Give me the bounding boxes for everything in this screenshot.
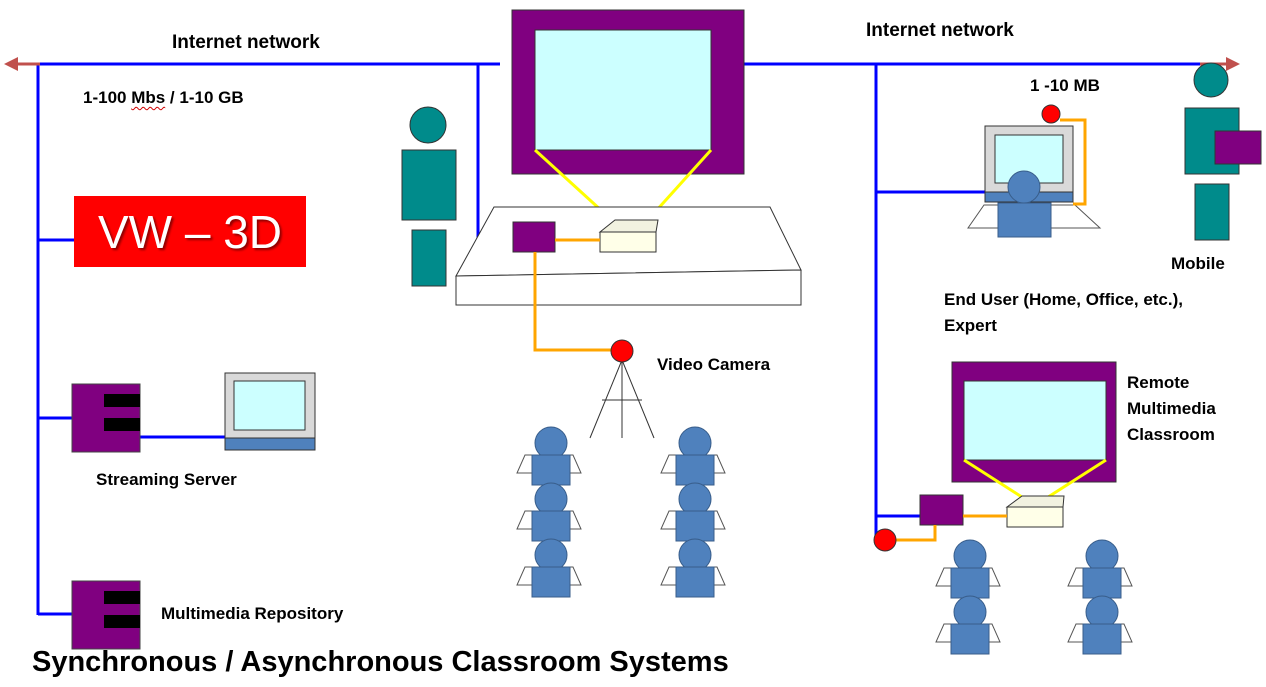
mobile-label: Mobile <box>1171 254 1225 273</box>
mobile-person-icon <box>1184 62 1262 241</box>
end-user-workstation <box>967 104 1102 238</box>
network-right-label: Internet network <box>866 20 1014 41</box>
bandwidth-left-label: 1-100 Mbs / 1-10 GB <box>83 88 244 108</box>
student-icon <box>660 482 726 542</box>
bandwidth-left-part3: / 1-10 GB <box>165 88 244 107</box>
bandwidth-left-part2: Mbs <box>131 88 166 107</box>
video-camera-label: Video Camera <box>657 355 771 374</box>
end-user-label-line1: End User (Home, Office, etc.), <box>944 290 1183 309</box>
streaming-server-icon <box>71 383 141 453</box>
student-icon <box>935 539 1001 599</box>
remote-classroom-label: Remote Multimedia Classroom <box>1127 373 1216 444</box>
remote-projector-icon <box>1005 495 1065 528</box>
remote-cables <box>873 514 1007 552</box>
main-media-unit <box>512 221 556 253</box>
student-icon <box>660 538 726 598</box>
main-classroom-students <box>516 426 726 598</box>
vw-3d-banner: VW – 3D <box>74 196 306 267</box>
projector-icon <box>598 219 659 253</box>
bandwidth-right-label: 1 -10 MB <box>1030 76 1100 95</box>
remote-classroom-students <box>935 539 1133 655</box>
streaming-server-label: Streaming Server <box>96 470 237 489</box>
multimedia-repository-label: Multimedia Repository <box>161 604 344 623</box>
diagram-title: Synchronous / Asynchronous Classroom Sys… <box>32 646 729 678</box>
remote-media-unit <box>919 494 964 526</box>
student-icon <box>1067 595 1133 655</box>
network-lines <box>14 62 1230 616</box>
teacher-person-icon <box>401 106 457 287</box>
end-user-label-line2: Expert <box>944 316 997 335</box>
main-cables <box>533 238 612 352</box>
arrow-left-icon <box>4 57 40 71</box>
student-icon <box>660 426 726 486</box>
remote-projection-screen <box>951 361 1117 501</box>
student-icon <box>935 595 1001 655</box>
network-left-label: Internet network <box>172 32 320 53</box>
student-icon <box>1067 539 1133 599</box>
repository-server-icon <box>71 580 141 650</box>
student-icon <box>516 426 582 486</box>
main-projection-screen <box>511 9 745 224</box>
monitor-icon <box>224 372 316 451</box>
video-camera-icon <box>589 339 655 439</box>
bandwidth-left-part1: 1-100 <box>83 88 132 107</box>
student-icon <box>516 482 582 542</box>
student-icon <box>516 538 582 598</box>
